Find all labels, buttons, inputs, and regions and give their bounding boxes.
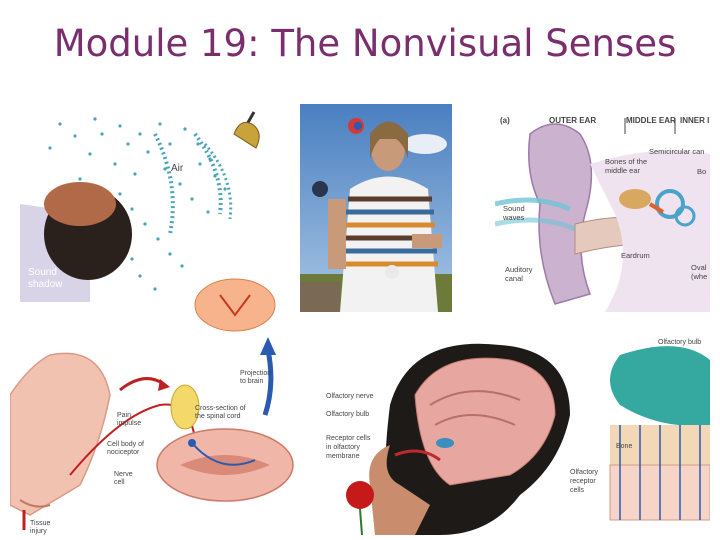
nerve-cell-label-1: Nerve — [114, 471, 133, 478]
middle-ear-label: MIDDLE EAR — [626, 116, 676, 125]
eardrum-label: Eardrum — [621, 251, 650, 260]
juggler-photo — [300, 104, 452, 312]
oval-window-label-2: (whe — [691, 272, 708, 281]
panel-a-label: (a) — [500, 116, 510, 125]
olfactory-nerve-label: Olfactory nerve — [326, 393, 374, 400]
cell-body-label-2: nociceptor — [107, 449, 140, 456]
inner-ear-label: INNER I — [680, 116, 710, 125]
air-label: Air — [171, 163, 184, 174]
olfaction-diagram: Olfactory nerve Olfactory bulb Receptor … — [320, 335, 710, 535]
olfactory-receptor-label-2: receptor — [570, 478, 596, 485]
olfactory-receptor-label-3: cells — [570, 487, 585, 494]
sound-shadow-label-2: shadow — [28, 279, 63, 290]
auditory-canal-label-1: Auditory — [505, 265, 533, 274]
sound-waves-label-1: Sound — [503, 204, 525, 213]
sound-shadow-illustration: Air Sound shadow — [20, 104, 260, 302]
olfactory-bulb-label: Olfactory bulb — [326, 411, 370, 418]
bo-label: Bo — [697, 167, 707, 176]
projection-label-2: to brain — [240, 378, 264, 385]
cross-section-label-2: the spinal cord — [195, 413, 241, 420]
tissue-injury-label-2: injury — [30, 528, 47, 535]
olfactory-bulb-top-label: Olfactory bulb — [658, 339, 702, 346]
olfactory-receptor-label-1: Olfactory — [570, 469, 599, 476]
nerve-cell-label-2: cell — [114, 479, 125, 486]
pain-impulse-label-1: Pain — [117, 412, 132, 419]
outer-ear-label: OUTER EAR — [549, 116, 597, 125]
pain-pathway-diagram: Projection to brain Cross-section of the… — [10, 275, 310, 537]
cell-body-label-1: Cell body of — [107, 441, 144, 448]
cross-section-label-1: Cross-section of — [195, 405, 246, 412]
sound-shadow-label-1: Sound — [28, 267, 57, 278]
pain-impulse-label-2: impulse — [117, 420, 142, 427]
oval-window-label-1: Oval — [691, 263, 707, 272]
receptor-cells-label-1: Receptor cells — [326, 435, 371, 442]
receptor-cells-label-3: membrane — [326, 453, 360, 460]
sound-waves-label-2: waves — [503, 213, 525, 222]
bones-label-1: Bones of the — [605, 157, 648, 166]
bone-label: Bone — [616, 443, 633, 450]
projection-label-1: Projection — [240, 370, 272, 377]
tissue-injury-label-1: Tissue — [30, 520, 51, 527]
semicircular-canals-label: Semicircular can — [649, 147, 705, 156]
auditory-canal-label-2: canal — [505, 274, 523, 283]
slide-title: Module 19: The Nonvisual Senses — [53, 22, 677, 65]
receptor-cells-label-2: in olfactory — [326, 444, 360, 451]
ear-anatomy-diagram: (a) OUTER EAR MIDDLE EAR INNER I Semicir… — [495, 104, 710, 312]
bones-label-2: middle ear — [605, 166, 641, 175]
